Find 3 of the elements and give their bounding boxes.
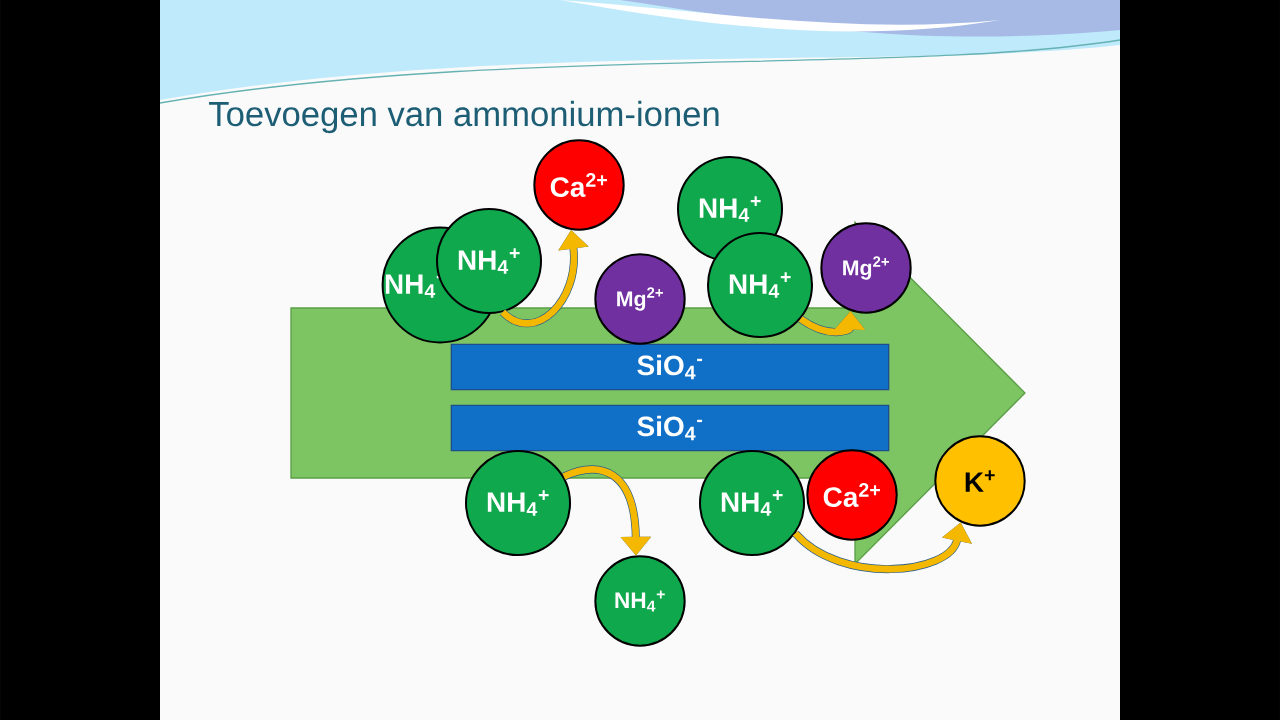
- layer-bar: SiO$_{4}$-: [450, 404, 890, 452]
- layer-bar: SiO$_{4}$-: [450, 343, 890, 391]
- title: Toevoegen van ammonium-ionen: [209, 100, 719, 134]
